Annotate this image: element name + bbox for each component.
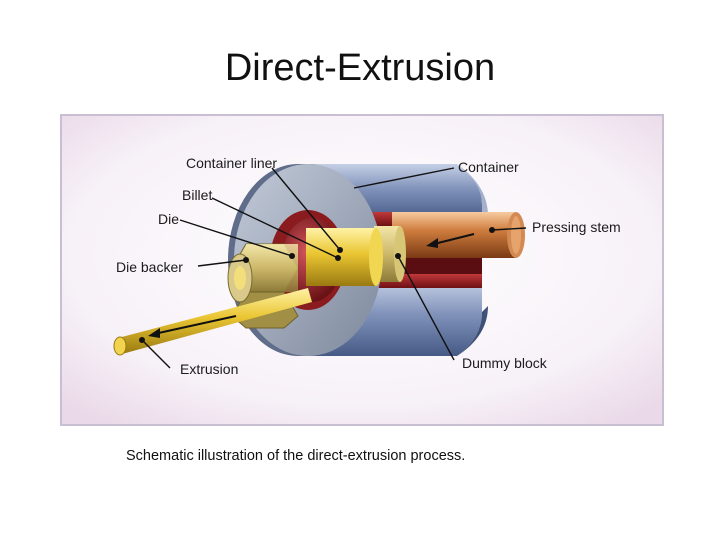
- billet: [306, 228, 383, 286]
- label-container-liner: Container liner: [186, 155, 277, 171]
- label-die: Die: [158, 211, 179, 227]
- pressing-stem: [392, 212, 525, 258]
- slide-title: Direct-Extrusion: [224, 47, 496, 89]
- label-container: Container: [458, 159, 519, 175]
- leader-dots: [139, 227, 495, 343]
- diagram-frame: Container liner Container Billet Die Die…: [60, 114, 664, 426]
- label-dummy-block: Dummy block: [462, 355, 548, 371]
- label-extrusion: Extrusion: [180, 361, 238, 377]
- figure-caption: Schematic illustration of the direct-ext…: [126, 448, 466, 464]
- label-billet: Billet: [182, 187, 212, 203]
- label-pressing-stem: Pressing stem: [532, 219, 621, 235]
- label-die-backer: Die backer: [116, 259, 183, 275]
- direction-arrow: [148, 233, 475, 338]
- extrusion-diagram: Container liner Container Billet Die Die…: [62, 116, 662, 424]
- leader-lines: [141, 167, 527, 369]
- die: [227, 253, 253, 303]
